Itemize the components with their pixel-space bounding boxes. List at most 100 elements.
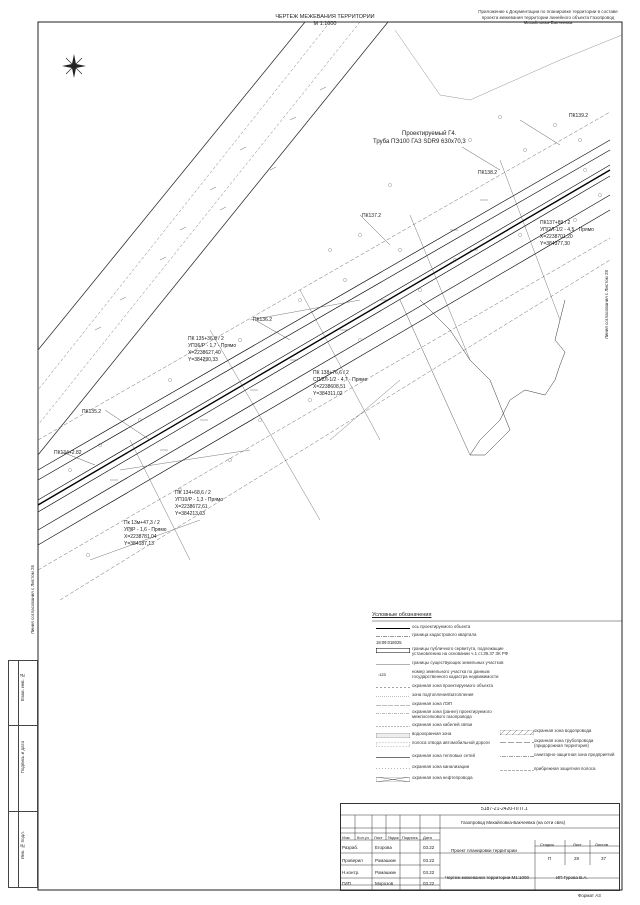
protection-zone-icon: [376, 687, 410, 688]
legend-label: охранная зона нефтепровода: [412, 775, 473, 780]
legend-label: охранная зона ЛЭП: [412, 701, 453, 706]
coord-label: X=2238608,51: [313, 384, 346, 390]
col-head: Дата: [423, 835, 432, 840]
legend-item: охранная зона ЛЭП: [372, 701, 622, 710]
servitude-boundary-icon: [376, 648, 410, 653]
water-supply-zone-icon: [500, 730, 534, 735]
picket-135: ПК135.2: [82, 409, 102, 415]
legend-label: границы существующих земельных участков: [412, 660, 504, 665]
legend-title: Условные обозначения: [372, 612, 432, 618]
flood-zone-icon: [376, 696, 410, 697]
coord-label: X=2238672,61: [175, 504, 208, 510]
title-block: 5187-21-2420-ППТ.1 Газопровод Михайловка…: [340, 803, 620, 891]
picket-137: ПК137.2: [362, 213, 382, 219]
legend-item: охранная зона тепловых сетей: [372, 753, 622, 762]
heating-zone-icon: [376, 757, 410, 758]
parcel-boundary-icon: [376, 664, 410, 665]
gas-pipeline-zone-icon: [376, 713, 410, 714]
person-name: Ромашкин: [375, 858, 397, 863]
coord-label: Y=384311,02: [313, 391, 343, 397]
legend-item: границы публичного сервитута, подлежащие…: [372, 646, 622, 658]
drawing-title-line1: ЧЕРТЕЖ МЕЖЕВАНИЯ ТЕРРИТОРИИ: [275, 14, 375, 20]
role-label: ГИП: [342, 881, 351, 886]
col-head: №док: [388, 835, 399, 840]
sign-date: 03.22: [423, 845, 435, 850]
coord-label: УП36/Р - 1,7 - Прямо: [188, 343, 237, 349]
coord-label: Y=384187,13: [124, 541, 154, 547]
col-head: Лист: [374, 835, 383, 840]
col-head: Подпись: [402, 835, 418, 840]
coord-label: ПК 135+36.8 / 2: [188, 336, 224, 342]
sign-date: 03.22: [423, 858, 435, 863]
pipeline-zone-icon: [500, 742, 534, 743]
paper-format: Формат А3: [578, 893, 601, 898]
coord-label: УП10/Р - 1,3 - Прямо: [175, 497, 224, 503]
coord-label: УП/Р - 1,6 - Прямо: [124, 527, 167, 533]
parcel-number-icon: :123: [378, 672, 387, 676]
sign-date: 03.22: [423, 870, 435, 875]
legend-label: охранная зона тепловых сетей: [412, 753, 475, 758]
legend-label: охранная зона (ранее) проектируемого меж…: [412, 709, 492, 719]
project-label-1: Проектируемый Г4.: [402, 131, 457, 137]
legend-item: охранная зона кабелей связи: [372, 722, 622, 731]
legend-item: охранная зона канализации: [372, 764, 622, 773]
side-table: Взам. инв. № Подпись и дата Инв. № подл.: [8, 660, 38, 888]
stage-head: Стадия: [540, 842, 554, 847]
sheets-total: 37: [601, 856, 607, 861]
power-line-zone-icon: [376, 705, 410, 706]
legend-item: граница кадастрового квартала: [372, 632, 622, 641]
stage-value: П: [548, 856, 552, 861]
legend-label: граница кадастрового квартала: [412, 632, 477, 637]
person-name: Егорова: [375, 845, 392, 850]
legend-label: границы публичного сервитута, подлежащие…: [412, 646, 509, 656]
cadastral-boundary-icon: [376, 636, 410, 637]
legend-item: охранная зона проектируемого объекта: [372, 683, 622, 692]
legend-label: охранная зона канализации: [412, 764, 470, 769]
north-arrow-icon: [62, 54, 86, 78]
side-label: Подпись и дата: [20, 741, 25, 774]
picket-139: ПК139.2: [569, 113, 589, 119]
legend-label: номер земельного участка по данным госуд…: [412, 669, 499, 679]
col-head: Изм.: [342, 835, 351, 840]
coord-label: Y=384230,33: [188, 357, 218, 363]
sign-date: 03.22: [423, 881, 435, 886]
legend-item: охранная зона трубопровода (придорожная …: [372, 738, 622, 750]
legend-item: границы существующих земельных участков: [372, 660, 622, 669]
picket-134: ПК134+2.82: [54, 450, 82, 456]
coord-label: X=2238627,40: [188, 350, 221, 356]
legend-item: охранная зона (ранее) проектируемого меж…: [372, 709, 622, 721]
legend-label: охранная зона трубопровода (придорожная …: [534, 738, 594, 748]
water-protection-zone-icon: [376, 733, 410, 738]
legend-label: санитарно-защитная зона предприятий: [534, 752, 615, 757]
match-line-left: Линия согласования с Листом 26: [30, 565, 35, 635]
object-name: Газопровод Михайловка-Бакчеевка (на сети…: [461, 820, 566, 825]
legend-item: зона подтопления/затопления: [372, 692, 622, 701]
sheet-title: Чертеж межевания территории М1:1000: [445, 875, 530, 880]
title-block-grid: [340, 814, 620, 891]
doc-code: 5187-21-2420-ППТ.1: [481, 807, 528, 812]
coord-label: ПК137+89 / 2: [540, 220, 571, 226]
side-label: Взам. инв. №: [20, 673, 25, 702]
side-label: Инв. № подл.: [20, 831, 25, 860]
legend-item: санитарно-защитная зона предприятий: [372, 752, 622, 764]
svg-text::123: :123: [378, 672, 387, 676]
legend-item: :123 номер земельного участка по данным …: [372, 669, 622, 681]
legend-item: полоса отвода автомобильной дороги: [372, 740, 622, 752]
sanitary-zone-icon: [500, 756, 534, 757]
coord-label: X=2238781,04: [124, 534, 157, 540]
coord-label: ПК 138+76,6 / 2: [313, 370, 349, 376]
picket-138: ПК138.2: [478, 170, 498, 176]
section-name: Проект планировки территории: [451, 848, 517, 853]
role-label: Разраб.: [342, 845, 359, 850]
sheet-head: Лист: [573, 842, 582, 847]
drawing-title: ЧЕРТЕЖ МЕЖЕВАНИЯ ТЕРРИТОРИИ М 1:1000: [255, 14, 395, 28]
coord-label: Y=384213,03: [175, 511, 205, 517]
drawing-title-line2: М 1:1000: [313, 21, 337, 27]
legend-item: охранная зона водопровода: [372, 728, 622, 736]
legend-label: полоса отвода автомобильной дороги: [412, 740, 490, 745]
project-label-2: Труба ПЭ100 ГАЗ SDR9 630х70,3: [373, 139, 466, 145]
person-name: Ромашкин: [375, 870, 397, 875]
legend-item: ось проектируемого объекта: [372, 624, 622, 633]
